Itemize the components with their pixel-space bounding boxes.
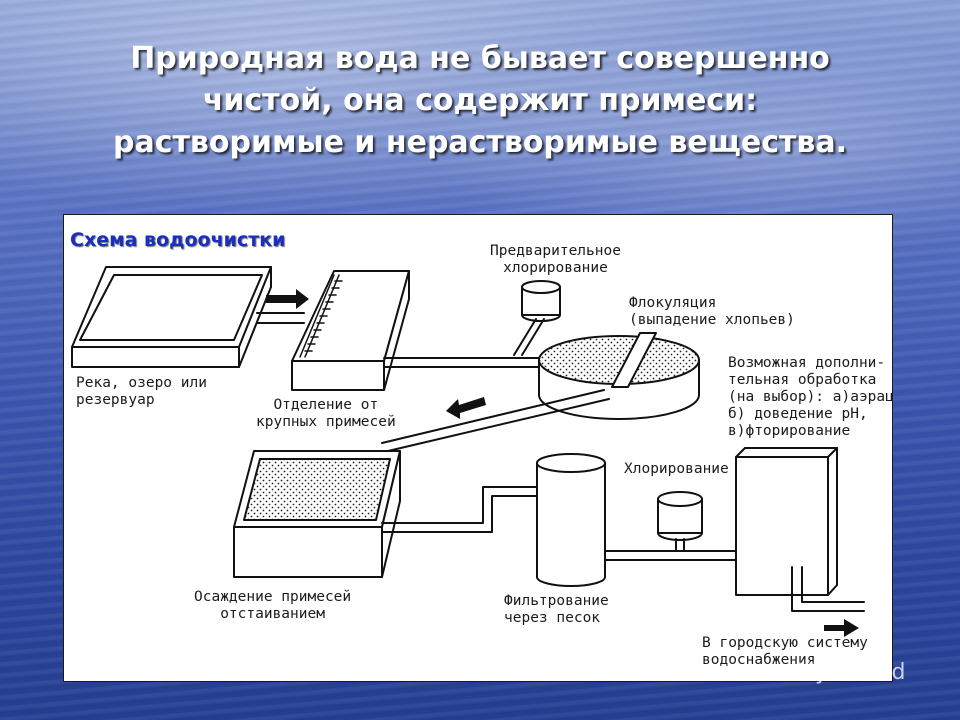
coarse-separation-tank [291,270,410,391]
pipe-floc-to-settling [381,389,610,452]
river-basin [71,266,272,368]
flocculation-basin [538,332,700,420]
label-prechlorination: Предварительное хлорирование [490,243,621,276]
diagram-panel: Схема водоочистки Река, озеро или резерв… [63,214,893,682]
label-coarse-separation: Отделение от крупных примесей [256,397,396,430]
label-city-supply: В городскую систему водоснабжения [702,635,868,668]
scheme-title: Схема водоочистки [70,229,286,251]
watermark-text: MyShared [796,660,906,685]
title-line-3: растворимые и нерастворимые вещества. [112,125,848,160]
prechlorination-vessel [513,280,561,356]
outlet-pipe [791,566,865,612]
label-river: Река, озеро или резервуар [76,375,207,408]
sand-filter-column [536,453,606,587]
settling-tank [233,450,401,578]
flow-arrows [266,289,859,637]
label-settling: Осаждение примесей отстаиванием [194,589,352,622]
pipe-river-to-coarse [256,312,305,324]
chlorination-vessel [657,491,703,552]
label-extra-treatment: Возможная дополни- тельная обработка (на… [728,355,893,439]
pipe-settling-to-filter [381,486,538,533]
extra-treatment-tank [735,447,838,596]
label-flocculation: Флокуляция (выпадение хлопьев) [629,295,795,328]
watermark: ⁂MyShared [772,660,905,685]
myshared-logo-icon: ⁂ [772,660,792,684]
pipe-coarse-to-floc [383,357,543,368]
label-sand-filter: Фильтрование через песок [504,593,609,626]
label-chlorination: Хлорирование [624,461,729,477]
slide-title: Природная вода не бывает совершенно чист… [40,38,920,164]
pipe-filter-to-treatment [604,550,737,561]
water-treatment-diagram [71,266,865,637]
title-line-2: чистой, она содержит примеси: [202,83,758,118]
title-line-1: Природная вода не бывает совершенно [130,41,830,76]
